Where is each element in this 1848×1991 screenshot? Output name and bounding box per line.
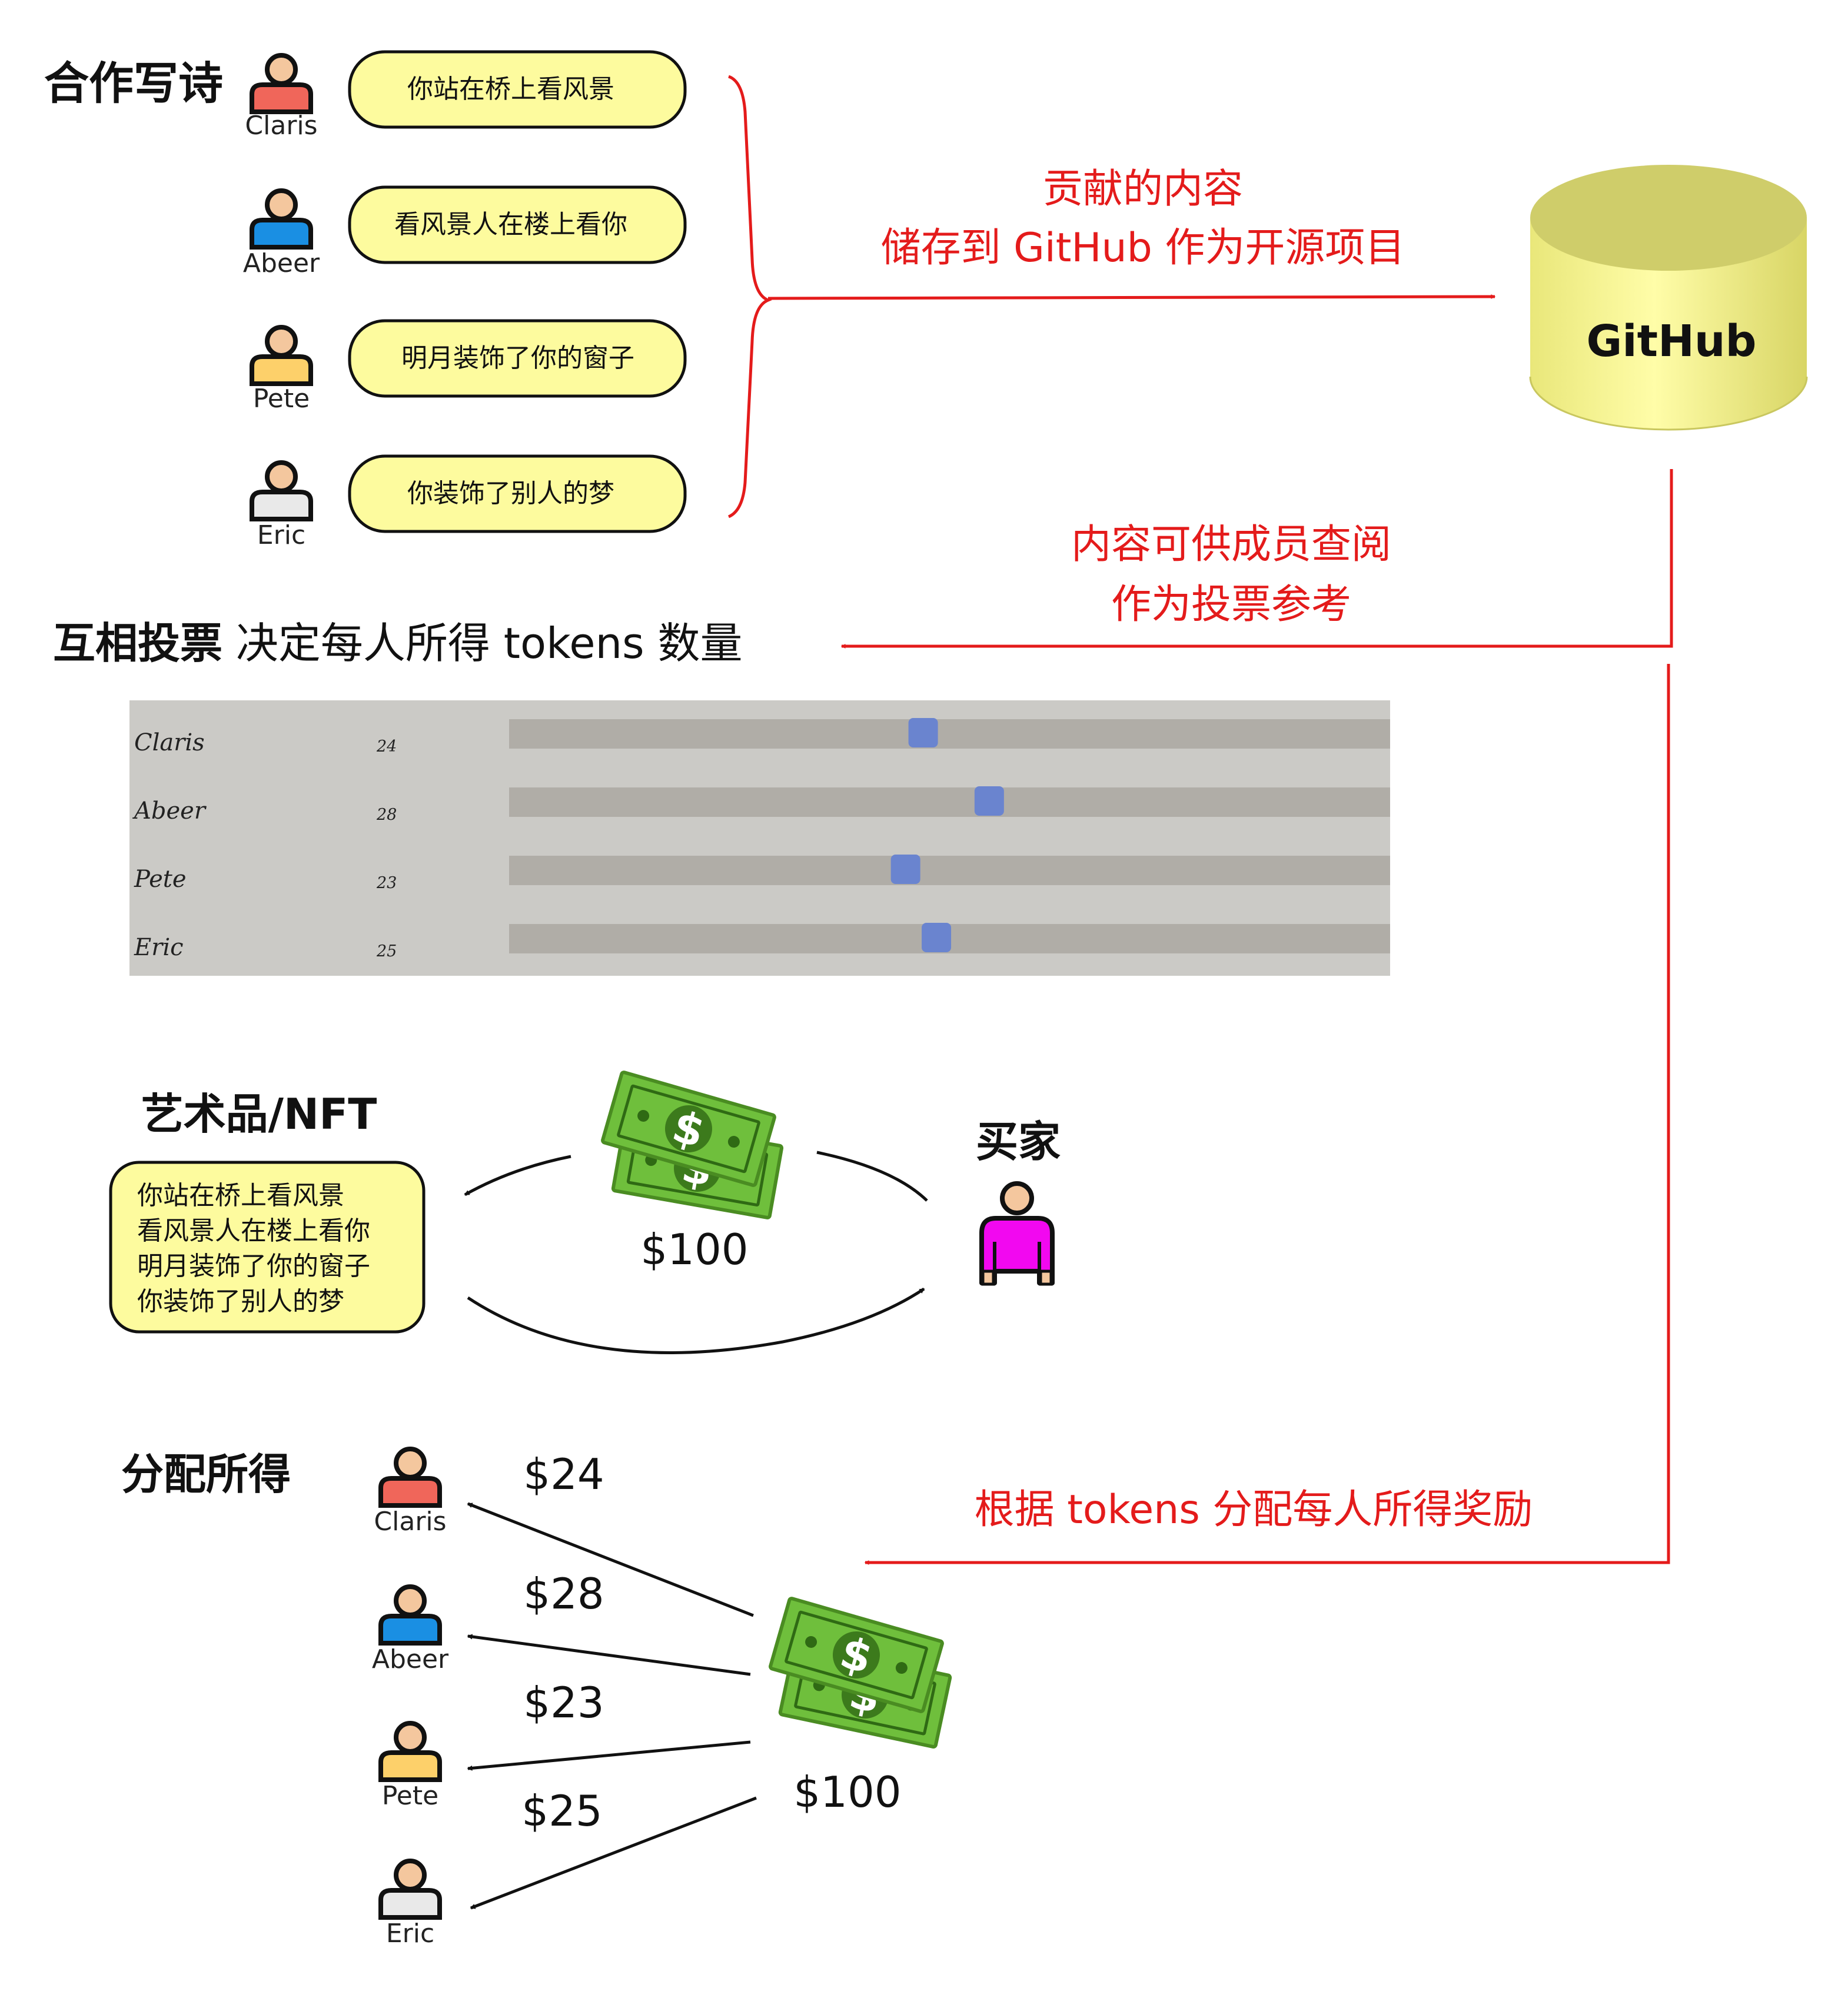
nft-heading: 艺术品/NFT (141, 1089, 377, 1139)
payout-arrow-pete (467, 1740, 751, 1771)
vote-row-abeer: Abeer 28 (132, 786, 1390, 825)
distribution-total: $100 (793, 1767, 901, 1817)
vote-name-pete: Pete (134, 866, 187, 893)
vote-slider-thumb-claris[interactable] (908, 718, 938, 747)
vote-tokens-eric: 25 (376, 942, 397, 960)
vote-heading-rest: 决定每人所得 tokens 数量 (222, 619, 743, 668)
vote-tokens-claris: 24 (376, 737, 397, 756)
github-database-icon (1529, 165, 1808, 431)
payout-avatar-abeer (381, 1587, 440, 1643)
member-name-claris: Claris (245, 111, 317, 141)
vote-slider-thumb-eric[interactable] (922, 923, 952, 952)
review-annotation-line1: 内容可供成员查阅 (1071, 521, 1391, 568)
poem-line-bubble-eric (348, 454, 687, 533)
sale-price: $100 (640, 1225, 748, 1274)
buyer-to-money-line (816, 1151, 928, 1202)
vote-slider-thumb-abeer[interactable] (974, 786, 1004, 816)
buyer-avatar (979, 1181, 1055, 1286)
vote-slider-track-pete[interactable] (509, 856, 1390, 885)
buyer-label: 买家 (976, 1117, 1061, 1166)
distribution-heading: 分配所得 (121, 1450, 291, 1499)
vote-slider-track-claris[interactable] (509, 719, 1390, 749)
payout-avatar-eric (381, 1861, 440, 1917)
review-arrow (840, 469, 1673, 649)
payout-name-abeer: Abeer (372, 1644, 449, 1674)
payout-amount-pete: $23 (523, 1678, 604, 1727)
nft-poem-line-3: 明月装饰了你的窗子 (137, 1251, 370, 1281)
vote-slider-thumb-pete[interactable] (890, 855, 920, 884)
money-icon (602, 1072, 782, 1218)
poem-line-abeer: 看风景人在楼上看你 (394, 210, 627, 240)
nft-poem-line-1: 你站在桥上看风景 (137, 1181, 344, 1211)
member-name-eric: Eric (257, 520, 305, 550)
artwork-to-buyer-arrow (467, 1287, 925, 1354)
payout-name-eric: Eric (386, 1919, 434, 1949)
poem-line-claris: 你站在桥上看风景 (407, 74, 614, 104)
store-annotation-line2: 储存到 GitHub 作为开源项目 (881, 225, 1405, 271)
payout-amount-eric: $25 (521, 1786, 602, 1836)
vote-slider-track-abeer[interactable] (509, 787, 1390, 817)
vote-name-abeer: Abeer (132, 797, 207, 825)
nft-poem-line-4: 你装饰了别人的梦 (137, 1287, 344, 1317)
poem-line-bubble-pete (348, 319, 687, 398)
distribution-arrow (864, 664, 1670, 1565)
payout-arrow-abeer (467, 1634, 751, 1676)
poem-heading: 合作写诗 (44, 57, 223, 109)
grouping-brace (727, 75, 772, 518)
vote-tokens-pete: 23 (376, 874, 397, 892)
poem-line-bubble-claris (348, 50, 687, 129)
avatar-claris (252, 55, 311, 112)
distribution-annotation: 根据 tokens 分配每人所得奖励 (975, 1487, 1533, 1533)
payout-avatar-pete (381, 1723, 440, 1780)
store-annotation-line1: 贡献的内容 (1043, 166, 1243, 212)
money-pile-icon (770, 1598, 950, 1747)
member-name-pete: Pete (253, 384, 310, 414)
poem-line-bubble-abeer (348, 185, 687, 264)
vote-row-eric: Eric 25 (134, 923, 1390, 961)
payout-name-claris: Claris (374, 1507, 446, 1537)
payout-arrow-claris (467, 1502, 754, 1617)
vote-name-claris: Claris (134, 729, 205, 756)
vote-row-claris: Claris 24 (134, 718, 1390, 756)
avatar-abeer (252, 191, 311, 247)
vote-row-pete: Pete 23 (134, 855, 1390, 893)
payout-name-pete: Pete (382, 1781, 438, 1811)
vote-tokens-abeer: 28 (376, 806, 397, 824)
avatar-pete (252, 327, 311, 384)
payout-amount-abeer: $28 (523, 1569, 604, 1618)
vote-heading-bold: 互相投票 (53, 619, 222, 668)
payout-amount-claris: $24 (523, 1450, 604, 1499)
money-to-artwork-arrow (464, 1155, 571, 1196)
review-annotation-line2: 作为投票参考 (1111, 581, 1351, 628)
member-name-abeer: Abeer (243, 248, 320, 278)
poem-line-eric: 你装饰了别人的梦 (407, 478, 614, 508)
payout-avatar-claris (381, 1449, 440, 1505)
store-arrow (767, 294, 1496, 300)
nft-poem-card (109, 1161, 426, 1334)
vote-rows: Claris 24 Abeer 28 Pete 23 Eric 25 (132, 718, 1390, 961)
vote-name-eric: Eric (134, 934, 184, 961)
vote-heading: 互相投票 决定每人所得 tokens 数量 (53, 619, 743, 668)
nft-poem-line-2: 看风景人在楼上看你 (137, 1216, 370, 1246)
payout-arrow-eric (470, 1796, 757, 1910)
github-label: GitHub (1586, 316, 1756, 367)
poem-line-pete: 明月装饰了你的窗子 (401, 343, 634, 373)
avatar-eric (252, 463, 311, 519)
